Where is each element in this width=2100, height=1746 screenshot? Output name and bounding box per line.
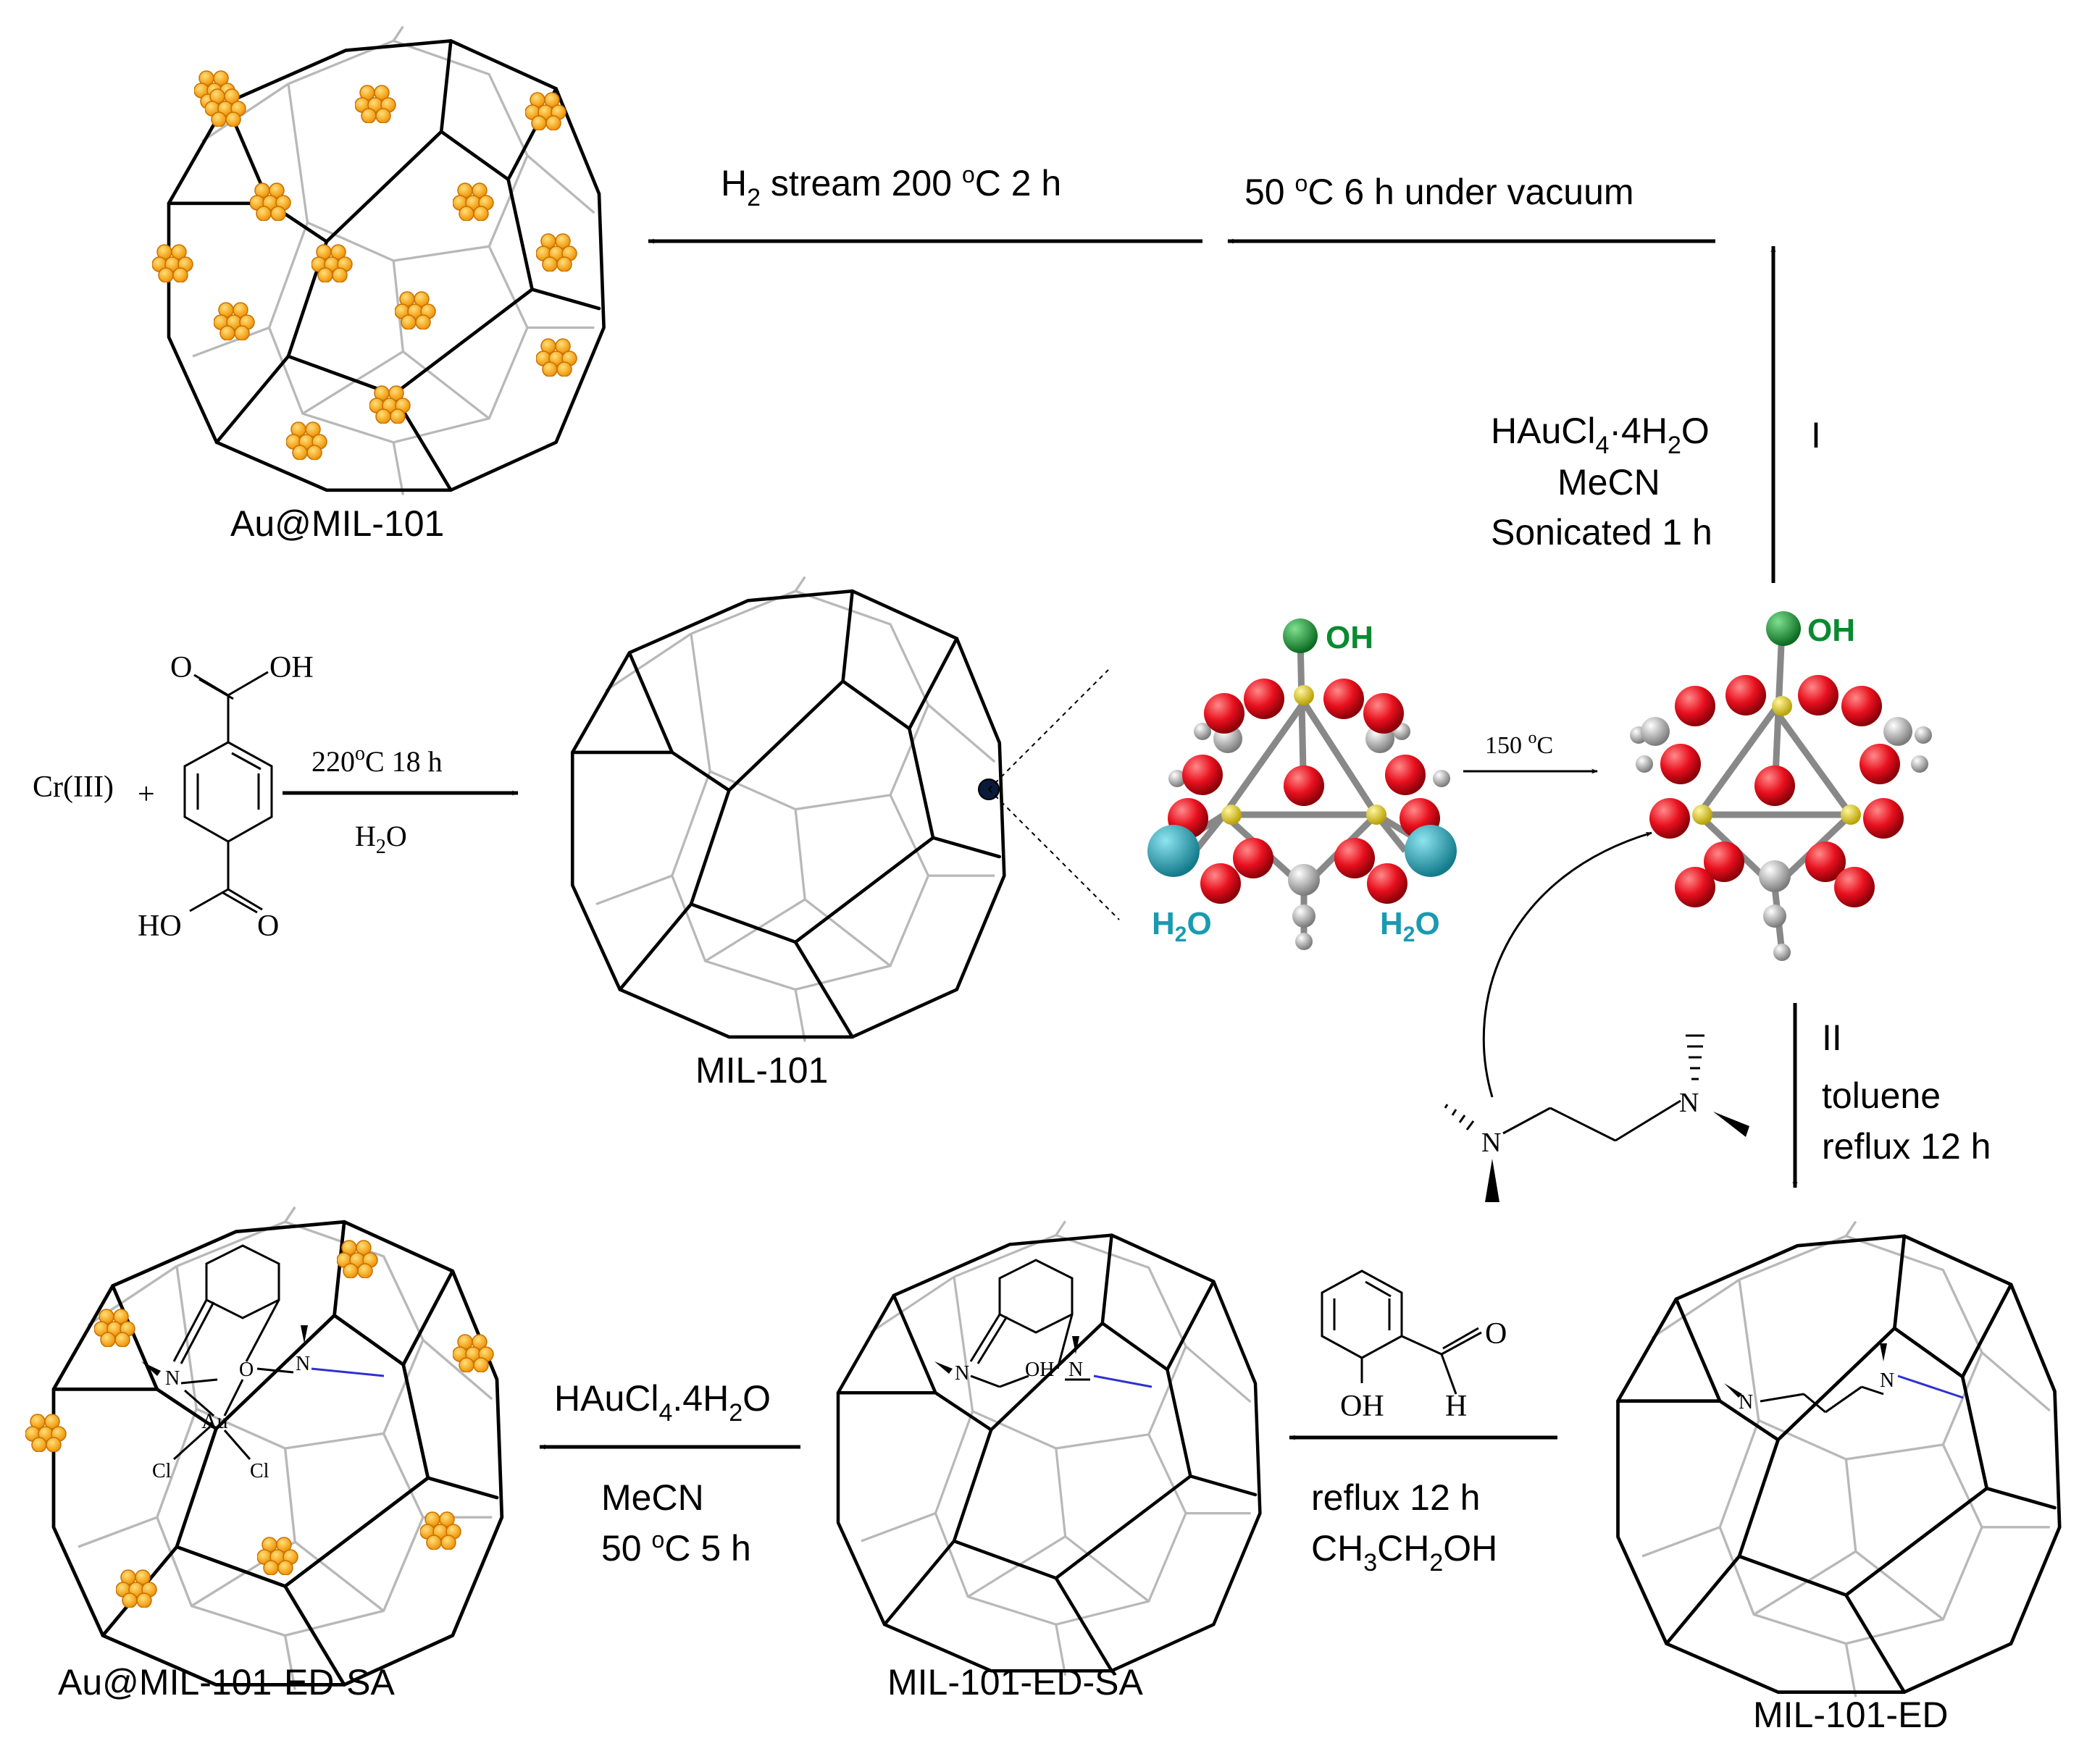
ed-nitrogen-right: N <box>1679 1088 1699 1118</box>
au-complex-inner: N O N Au Cl Cl <box>141 1244 385 1482</box>
gold-clusters-bottom <box>25 1240 494 1608</box>
gold-clusters-top <box>152 70 577 460</box>
zoom-line-bottom <box>988 789 1120 920</box>
ed-nitrogen-left: N <box>1481 1128 1501 1158</box>
top-hydroxyl: OH <box>269 651 314 684</box>
cr3o-cluster: OH H2O H2O <box>1147 618 1457 950</box>
cluster-water-left: H2O <box>1152 906 1212 947</box>
mil101-ed-sa-cage <box>838 1221 1260 1675</box>
au-cl2: Cl <box>250 1460 269 1482</box>
h2-stream-condition: H2 stream 200 oC 2 h <box>721 161 1061 211</box>
au-center: Au <box>201 1409 228 1433</box>
gold-loading-time: 50 oC 5 h <box>601 1527 751 1569</box>
au-n2: N <box>296 1353 310 1375</box>
mil101-cage <box>572 577 1004 1042</box>
bottom-hydroxyl: HO <box>138 910 182 943</box>
salicyl-oh: OH <box>1340 1390 1384 1423</box>
sa-n1: N <box>955 1362 969 1385</box>
cluster-oh: OH <box>1326 620 1373 655</box>
salicylaldehyde: OH H O <box>1321 1269 1507 1423</box>
cluster-water-right: H2O <box>1380 906 1440 947</box>
sa-inner-molecule: N OH N <box>934 1259 1153 1388</box>
activated-oh: OH <box>1807 613 1855 648</box>
au-n1: N <box>165 1367 180 1390</box>
grafting-curved-arrow <box>1482 831 1652 1098</box>
au-cl1: Cl <box>152 1460 172 1482</box>
gold-cluster <box>205 88 246 127</box>
mil101-ed-sa-label: MIL-101-ED-SA <box>887 1662 1144 1703</box>
top-carbonyl-o: O <box>170 651 192 684</box>
gold-loading-reagent: HAuCl4.4H2O <box>554 1378 771 1427</box>
ed-inner-n1: N <box>1739 1391 1753 1414</box>
gold-loading-solvent: MeCN <box>601 1477 704 1518</box>
vacuum-condition: 50 oC 6 h under vacuum <box>1244 170 1634 212</box>
route2-numeral: II <box>1822 1017 1842 1058</box>
synthesis-temperature: 220oC 18 h <box>311 742 443 778</box>
bottom-carbonyl-o: O <box>257 910 279 943</box>
ed-inner-n2: N <box>1880 1369 1894 1392</box>
cr3o-cluster-activated: OH <box>1630 611 1932 961</box>
route1-reagent: HAuCl4·4H2O <box>1491 411 1710 459</box>
au-o: O <box>239 1359 254 1381</box>
route1-time: Sonicated 1 h <box>1491 512 1712 553</box>
terephthalic-acid: Cr(III) + O OH HO O <box>33 651 314 943</box>
zoom-line-top <box>988 669 1109 790</box>
ethylenediamine: N N <box>1444 1034 1749 1202</box>
au-mil101-ed-sa-label: Au@MIL-101-ED-SA <box>58 1662 395 1703</box>
route1-numeral: I <box>1811 415 1821 456</box>
route1-solvent: MeCN <box>1557 462 1660 503</box>
sa-n2: N <box>1068 1359 1083 1381</box>
route2-solvent: toluene <box>1822 1075 1941 1116</box>
synthesis-solvent: H2O <box>355 820 407 858</box>
activation-temperature: 150 oC <box>1485 729 1553 759</box>
plus-sign: + <box>138 778 155 811</box>
salicyl-o: O <box>1485 1317 1507 1351</box>
route2-time: reflux 12 h <box>1822 1126 1991 1167</box>
mil101-ed-cage <box>1618 1222 2060 1697</box>
salicyl-h: H <box>1445 1390 1467 1423</box>
au-mil101-ed-sa-cage <box>54 1207 502 1690</box>
ed-inner-molecule: N N <box>1724 1343 1964 1414</box>
sa-oh: OH <box>1025 1359 1054 1381</box>
mil101-label: MIL-101 <box>695 1050 828 1091</box>
cr-reagent: Cr(III) <box>33 771 114 804</box>
mil101-ed-label: MIL-101-ED <box>1753 1695 1949 1735</box>
schiff-base-solvent: CH3CH2OH <box>1311 1528 1497 1577</box>
schiff-base-time: reflux 12 h <box>1311 1477 1480 1518</box>
au-mil101-label: Au@MIL-101 <box>230 503 444 544</box>
